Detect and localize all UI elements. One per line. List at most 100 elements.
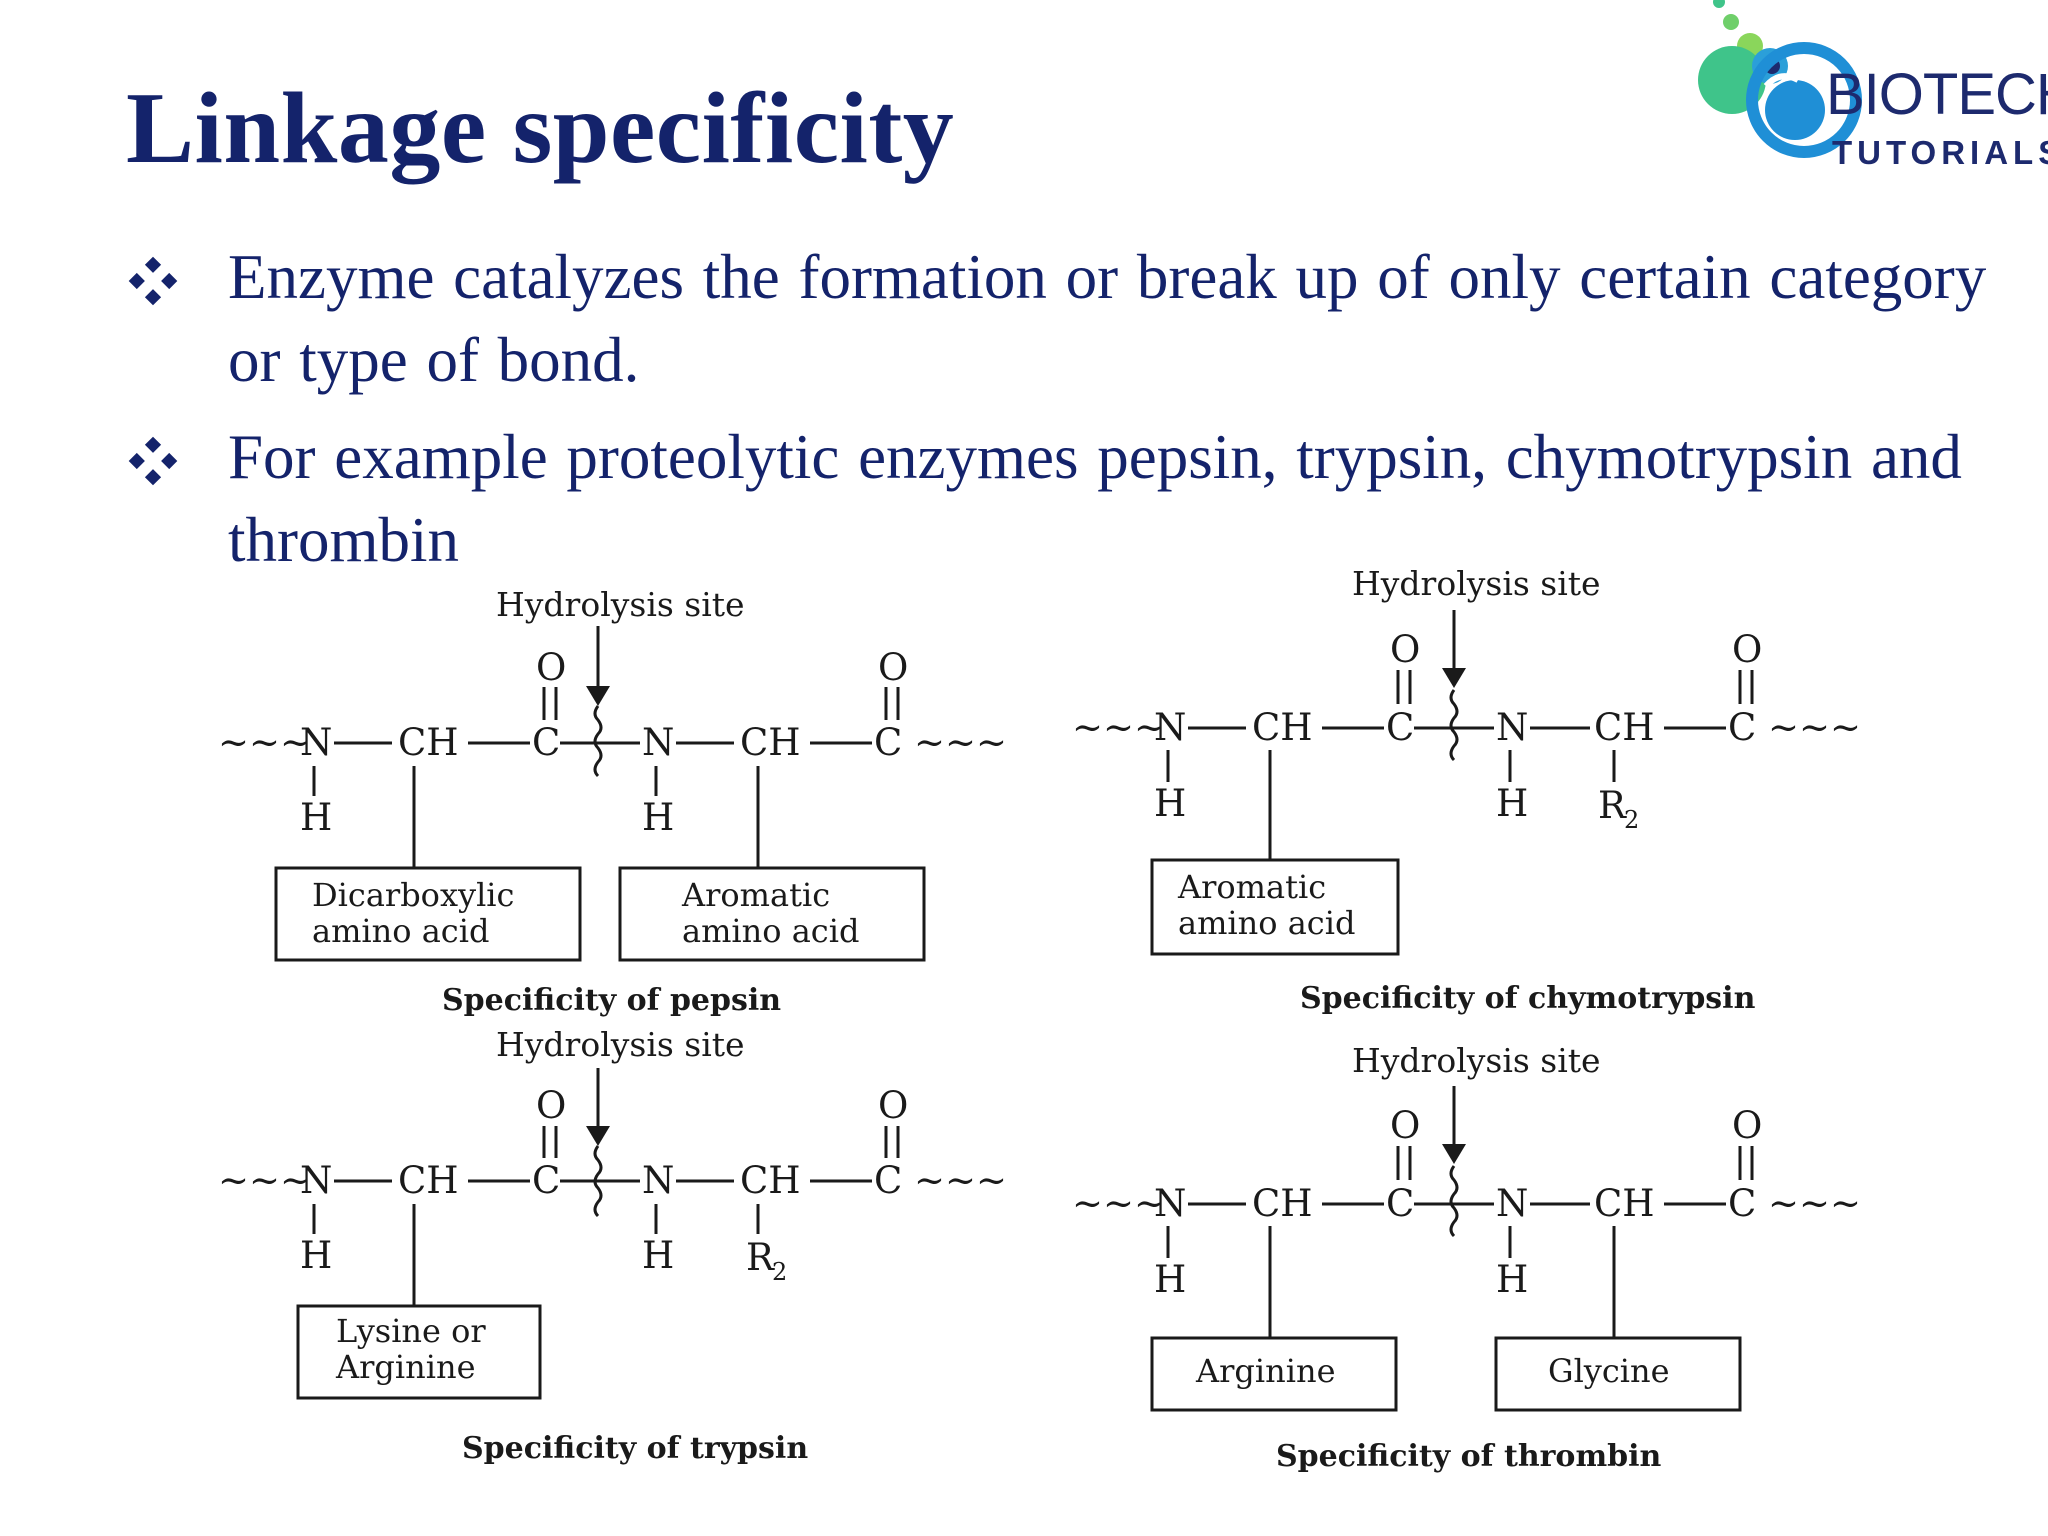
cleavage-squiggle	[1449, 1165, 1459, 1238]
box-text: Lysine or	[336, 1312, 486, 1350]
wave-left: ~~~	[1072, 706, 1165, 749]
box-lysine-arginine	[296, 1304, 542, 1400]
wave-right: ~~~	[914, 721, 1007, 764]
cleavage-squiggle	[593, 1145, 603, 1218]
atom-n: N	[642, 721, 674, 764]
atom-c: C	[1728, 706, 1756, 749]
atom-n: N	[1154, 706, 1186, 749]
trypsin-diagram: Hydrolysis site ~~~ N CH C O N CH C O ~~…	[218, 1025, 1007, 1466]
atom-h: H	[642, 1234, 674, 1277]
atom-c: C	[874, 1159, 902, 1202]
box-glycine	[1494, 1336, 1742, 1412]
atom-o: O	[1390, 628, 1420, 671]
atom-o: O	[878, 646, 908, 689]
box-aromatic	[618, 866, 926, 962]
wave-right: ~~~	[1768, 1182, 1861, 1225]
atom-h: H	[300, 1234, 332, 1277]
caption-thrombin: Specificity of thrombin	[1276, 1439, 1662, 1474]
box-text: Aromatic	[681, 876, 830, 914]
logo-text-tutorials: TUTORIALS	[1832, 134, 2048, 171]
atom-o: O	[536, 646, 566, 689]
hydrolysis-site-label: Hydrolysis site	[1352, 564, 1601, 603]
arrow-head-icon	[586, 686, 610, 706]
logo-mark-icon	[1698, 0, 1862, 158]
bullet-item: Enzyme catalyzes the formation or break …	[126, 236, 2006, 402]
box-text: amino acid	[312, 912, 489, 950]
atom-o: O	[536, 1084, 566, 1127]
atom-n: N	[1496, 1182, 1528, 1225]
wave-left: ~~~	[218, 721, 311, 764]
atom-n: N	[1496, 706, 1528, 749]
atom-h: H	[1496, 1258, 1528, 1301]
subscript: 2	[772, 1258, 787, 1286]
atom-o: O	[1732, 628, 1762, 671]
box-text: Arginine	[1195, 1352, 1336, 1390]
atom-h: H	[1154, 782, 1186, 825]
atom-n: N	[642, 1159, 674, 1202]
bullet-text: For example proteolytic enzymes pepsin, …	[228, 422, 1962, 575]
bullet-list: Enzyme catalyzes the formation or break …	[126, 236, 2006, 596]
thrombin-diagram: Hydrolysis site ~~~ N CH C O N CH C O ~~…	[1072, 1041, 1861, 1474]
wave-right: ~~~	[914, 1159, 1007, 1202]
biotech-tutorials-logo	[1680, 0, 2048, 180]
atom-c: C	[1386, 1182, 1414, 1225]
bullet-item: For example proteolytic enzymes pepsin, …	[126, 416, 2006, 582]
atom-n: N	[300, 721, 332, 764]
logo-text-biotech: BIOTECH	[1826, 62, 2048, 127]
box-text: amino acid	[682, 912, 859, 950]
atom-ch: CH	[1594, 1182, 1655, 1225]
atom-h: H	[300, 796, 332, 839]
arrow-head-icon	[1442, 1144, 1466, 1164]
arrow-head-icon	[1442, 668, 1466, 688]
atom-c: C	[1728, 1182, 1756, 1225]
box-arginine	[1150, 1336, 1398, 1412]
caption-pepsin: Specificity of pepsin	[442, 983, 781, 1018]
atom-ch: CH	[1252, 706, 1313, 749]
cleavage-squiggle	[593, 705, 603, 778]
box-dicarboxylic	[274, 866, 582, 962]
four-diamond-bullet-icon	[128, 436, 178, 486]
atom-c: C	[1386, 706, 1414, 749]
box-text: Arginine	[335, 1348, 476, 1386]
four-diamond-bullet-icon	[128, 256, 178, 306]
wave-left: ~~~	[218, 1159, 311, 1202]
cleavage-squiggle	[1449, 689, 1459, 762]
hydrolysis-site-label: Hydrolysis site	[496, 585, 745, 624]
atom-h: H	[1496, 782, 1528, 825]
wave-right: ~~~	[1768, 706, 1861, 749]
atom-c: C	[874, 721, 902, 764]
atom-o: O	[1732, 1104, 1762, 1147]
caption-trypsin: Specificity of trypsin	[462, 1431, 808, 1466]
chymotrypsin-diagram: Hydrolysis site ~~~ N CH C O N CH C O ~~…	[1072, 564, 1861, 1016]
atom-o: O	[878, 1084, 908, 1127]
atom-ch: CH	[740, 1159, 801, 1202]
atom-ch: CH	[740, 721, 801, 764]
atom-h: H	[1154, 1258, 1186, 1301]
caption-chymotrypsin: Specificity of chymotrypsin	[1300, 981, 1756, 1016]
atom-r: R	[1598, 784, 1627, 827]
atom-ch: CH	[1252, 1182, 1313, 1225]
hydrolysis-site-label: Hydrolysis site	[496, 1025, 745, 1064]
atom-ch: CH	[1594, 706, 1655, 749]
atom-ch: CH	[398, 1159, 459, 1202]
slide-title: Linkage specificity	[126, 72, 955, 185]
atom-ch: CH	[398, 721, 459, 764]
hydrolysis-site-label: Hydrolysis site	[1352, 1041, 1601, 1080]
atom-c: C	[532, 1159, 560, 1202]
atom-r: R	[746, 1236, 775, 1279]
box-text: Dicarboxylic	[312, 876, 514, 914]
atom-o: O	[1390, 1104, 1420, 1147]
atom-n: N	[1154, 1182, 1186, 1225]
subscript: 2	[1624, 806, 1639, 834]
wave-left: ~~~	[1072, 1182, 1165, 1225]
bullet-text: Enzyme catalyzes the formation or break …	[228, 242, 1987, 395]
atom-h: H	[642, 796, 674, 839]
box-text: Aromatic	[1177, 868, 1326, 906]
pepsin-diagram: Hydrolysis site ~~~ N CH C O N CH C O ~~…	[218, 585, 1007, 1018]
box-aromatic	[1150, 858, 1400, 956]
box-text: amino acid	[1178, 904, 1355, 942]
atom-c: C	[532, 721, 560, 764]
arrow-head-icon	[586, 1126, 610, 1146]
box-text: Glycine	[1548, 1352, 1670, 1390]
